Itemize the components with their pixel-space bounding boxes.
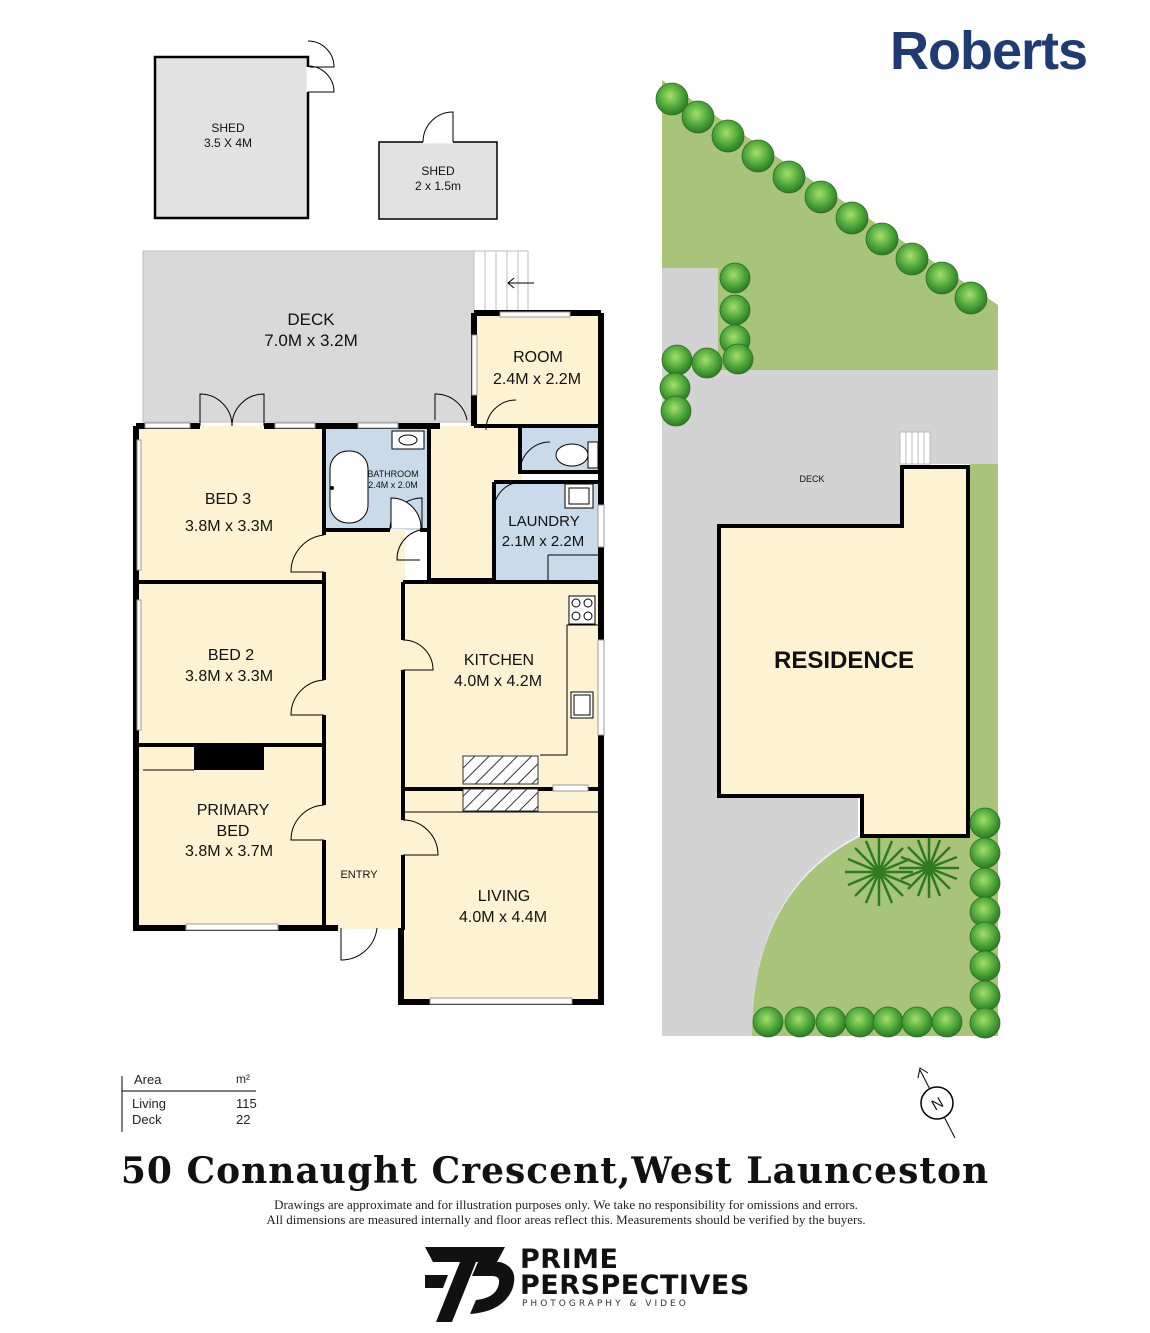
- shed-large: [153, 40, 335, 220]
- steps-arrow-icon: [507, 277, 534, 289]
- room-name: ROOM: [513, 349, 563, 366]
- room-size: 2.4M x 2.2M: [493, 371, 581, 388]
- primary-name: PRIMARY: [197, 802, 270, 819]
- kitchen-name: KITCHEN: [464, 652, 534, 669]
- laundry-size: 2.1M x 2.2M: [502, 533, 585, 550]
- logo-text-perspectives: PERSPECTIVES: [520, 1270, 750, 1301]
- site-plan: [662, 80, 998, 1036]
- deck-area: [142, 250, 475, 423]
- bathroom-size: 2.4M x 2.0M: [368, 480, 418, 490]
- wardrobe: [194, 746, 264, 770]
- residence-label: RESIDENCE: [774, 647, 914, 674]
- shed-large-size: 3.5 X 4M: [204, 136, 252, 150]
- bed2-size: 3.8M x 3.3M: [185, 668, 273, 685]
- fireplace-hatch-top: [462, 755, 539, 785]
- area-row-value: 22: [236, 1112, 251, 1127]
- laundry-tub: [547, 483, 601, 582]
- disclaimer-line-2: All dimensions are measured internally a…: [266, 1212, 866, 1227]
- living-name: LIVING: [478, 888, 530, 905]
- kitchen-size: 4.0M x 4.2M: [454, 673, 542, 690]
- logo-text-tagline: PHOTOGRAPHY & VIDEO: [522, 1299, 689, 1309]
- area-row-label: Deck: [132, 1112, 162, 1127]
- deck-steps: [473, 250, 529, 314]
- area-unit: m²: [236, 1072, 250, 1086]
- kitchen-bench: [540, 595, 601, 756]
- roberts-logo: Roberts: [890, 21, 1088, 81]
- bathroom-name: BATHROOM: [367, 469, 418, 479]
- area-row-label: Living: [132, 1096, 166, 1111]
- garden-shrubs: [655, 82, 1001, 1039]
- primary-name-2: BED: [217, 823, 250, 840]
- room-fills: [138, 316, 601, 1002]
- area-row-value: 115: [236, 1096, 257, 1111]
- area-header: Area: [134, 1072, 162, 1087]
- property-address: 50 Connaught Crescent,West Launceston: [120, 1150, 990, 1192]
- fireplace-hatch-bottom: [462, 788, 539, 812]
- site-deck-label: DECK: [799, 474, 824, 484]
- palm-tree-icon: [845, 838, 959, 906]
- bed2-name: BED 2: [208, 647, 254, 664]
- bed3-name: BED 3: [205, 491, 251, 508]
- windows: [136, 311, 605, 1005]
- bathroom-fixtures: [329, 430, 425, 529]
- entry-name: ENTRY: [340, 869, 378, 881]
- primary-size: 3.8M x 3.7M: [185, 843, 273, 860]
- shed-small-size: 2 x 1.5m: [415, 179, 461, 193]
- shed-small: [378, 111, 498, 220]
- deck-name: DECK: [287, 310, 335, 329]
- logo-text-prime: PRIME: [520, 1244, 619, 1275]
- north-arrow-icon: [917, 1067, 956, 1139]
- shed-large-name: SHED: [211, 121, 245, 135]
- shed-small-name: SHED: [421, 164, 455, 178]
- door-swings: [199, 393, 551, 961]
- floor-plan-drawing: SHED 3.5 X 4M SHED 2 x 1.5m DECK 7.0M x …: [121, 40, 1001, 1139]
- toilet-fixture: [555, 441, 599, 469]
- laundry-name: LAUNDRY: [508, 513, 579, 530]
- deck-size: 7.0M x 3.2M: [264, 331, 358, 350]
- living-size: 4.0M x 4.4M: [459, 909, 547, 926]
- bed3-size: 3.8M x 3.3M: [185, 518, 273, 535]
- disclaimer-line-1: Drawings are approximate and for illustr…: [274, 1197, 858, 1212]
